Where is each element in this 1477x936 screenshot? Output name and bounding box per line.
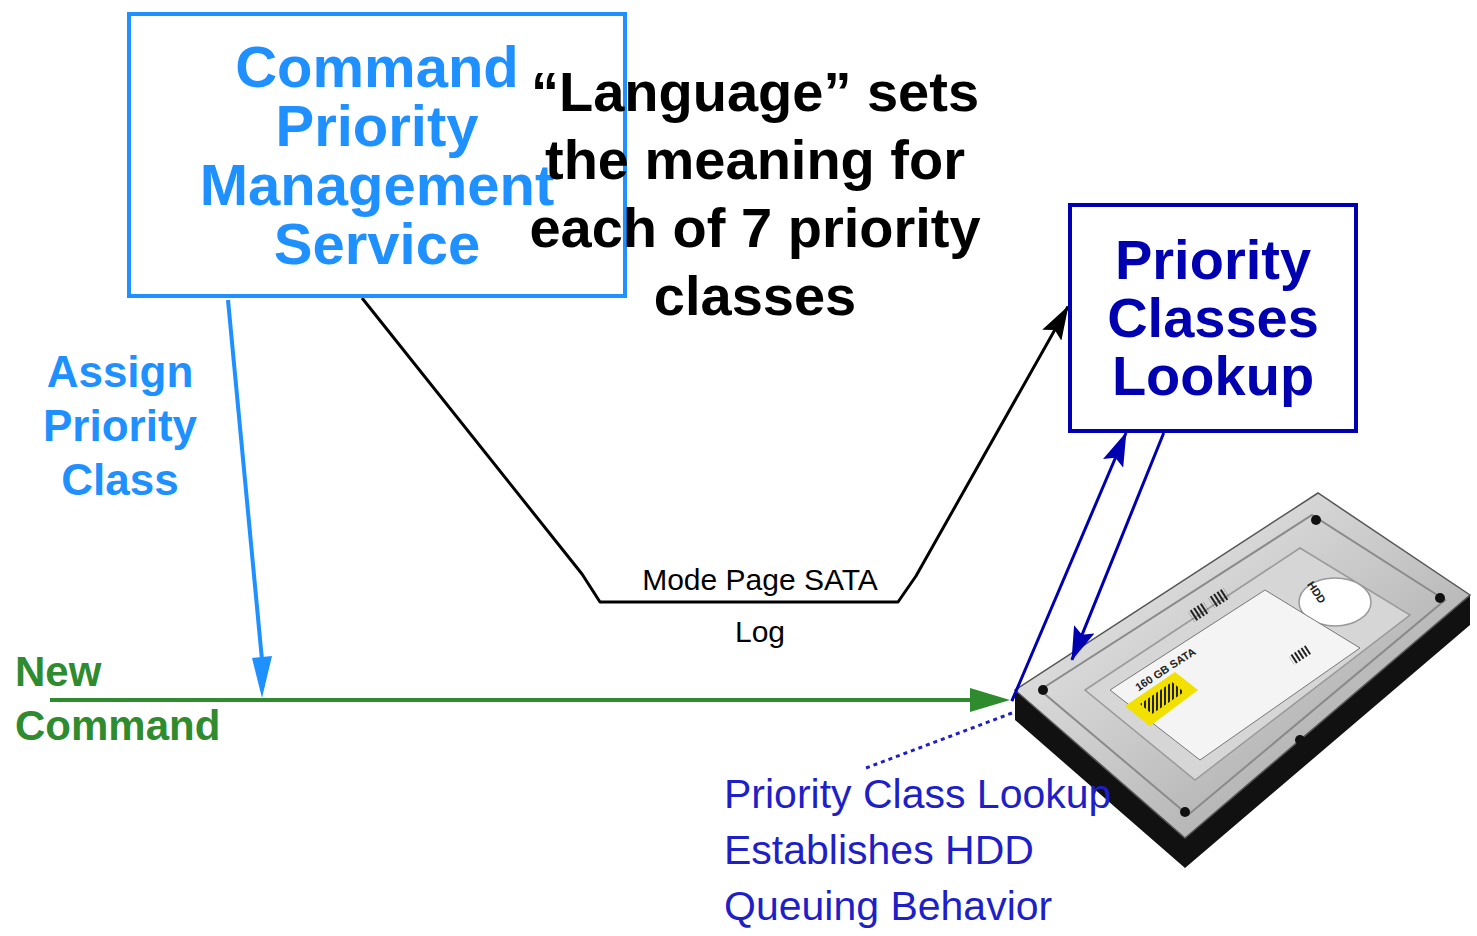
mode-page-connector	[362, 298, 1068, 602]
command-arrow-head	[970, 688, 1010, 712]
queuing-note: Priority Class Lookup Establishes HDD Qu…	[724, 766, 1164, 934]
assign-arrow	[228, 300, 262, 660]
command-arrow	[50, 698, 975, 702]
command-label: New Command	[15, 645, 275, 753]
edge-label: Mode Page SATA Log	[640, 554, 880, 658]
language-note: “Language” sets the meaning for each of …	[490, 58, 1020, 330]
box-title: Priority Classes Lookup	[1076, 231, 1350, 405]
drive-label-text: 160 GB SATA	[1133, 645, 1198, 694]
assign-label: Assign Priority Class	[25, 345, 215, 507]
assign-arrow-head	[252, 656, 272, 698]
drive-label-text: HDD	[1304, 579, 1328, 606]
leader-line	[866, 713, 1012, 768]
lookup-reply-arrow	[1072, 433, 1164, 660]
lookup-box: Priority Classes Lookup	[1068, 203, 1358, 433]
